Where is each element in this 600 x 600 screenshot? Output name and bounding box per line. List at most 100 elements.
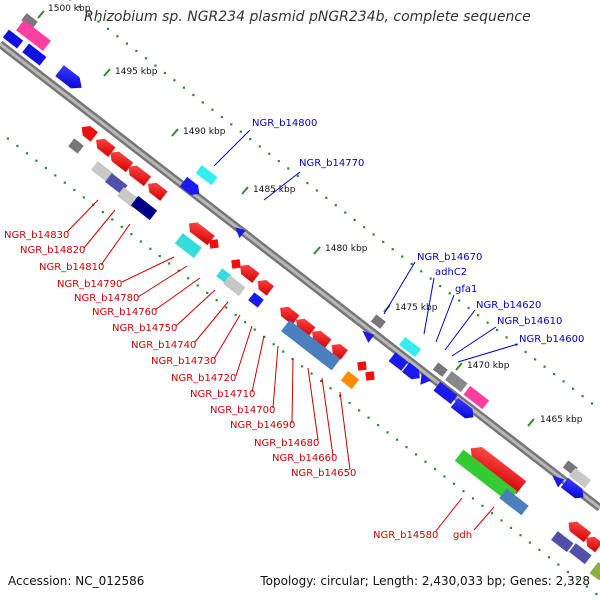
tick-dot: [135, 49, 138, 52]
gene-label: NGR_b14730: [151, 356, 216, 367]
gene-label: NGR_b14810: [39, 262, 104, 273]
feature-blue-small: [235, 227, 246, 239]
kbp-label: 1465 kbp: [540, 415, 583, 425]
tick-dot: [225, 306, 228, 309]
tick-dot: [268, 152, 271, 155]
tick-dot: [458, 299, 461, 302]
tick-dot: [367, 416, 370, 419]
tick-dot: [443, 475, 446, 478]
tick-dot: [334, 204, 337, 207]
tick-dot: [68, 0, 72, 1]
kbp-label: 1485 kbp: [253, 185, 296, 195]
tick-dot: [144, 57, 147, 60]
tick-dot: [282, 350, 285, 353]
tick-dot: [234, 313, 237, 316]
tick-dot: [557, 563, 560, 566]
tick-dot: [562, 380, 565, 383]
tick-dot: [182, 86, 185, 89]
tick-dot: [196, 284, 199, 287]
tick-dot: [220, 115, 223, 119]
feature-green: [589, 562, 600, 581]
tick-dot: [509, 526, 513, 529]
gene-label: NGR_b14720: [171, 373, 236, 384]
feature-cyan: [399, 336, 421, 358]
feature-red-arrow: [312, 330, 332, 349]
tick-dot: [353, 218, 356, 221]
tick-dot: [173, 79, 176, 82]
tick-dot: [116, 35, 119, 38]
tick-dot: [120, 225, 123, 228]
tick-dot: [87, 13, 91, 16]
tick-dot: [543, 365, 546, 368]
feature-red-small: [231, 259, 241, 269]
tick-dot: [35, 159, 38, 162]
tick-dot: [44, 166, 47, 170]
gene-label: NGR_b14610: [497, 316, 562, 327]
tick-dot: [306, 182, 309, 185]
tick-dot: [344, 211, 347, 214]
tick-dot: [377, 424, 380, 427]
gene-label: NGR_b14680: [254, 438, 319, 449]
map-title: Rhizobium sp. NGR234 plasmid pNGR234b, c…: [84, 9, 531, 25]
tick-dot: [215, 299, 218, 302]
tick-dot: [16, 144, 19, 148]
tick-dot: [433, 468, 437, 471]
tick-dot: [149, 247, 152, 250]
tick-dot: [320, 379, 323, 383]
tick-dot: [410, 262, 413, 265]
feature-blue-arrow: [560, 477, 584, 499]
tick-dot: [496, 328, 499, 332]
feature-red-arrow: [586, 536, 600, 553]
tick-dot: [467, 306, 470, 310]
tick-dot: [595, 592, 598, 596]
kbp-label: 1480 kbp: [325, 244, 368, 254]
feature-blue: [248, 292, 264, 308]
gene-label: NGR_b14750: [112, 323, 177, 334]
gene-label: NGR_b14760: [92, 307, 157, 318]
tick-dot: [239, 130, 242, 133]
tick-dot: [391, 248, 394, 251]
feature-green: [454, 449, 518, 503]
feature-blue-small: [552, 475, 565, 488]
tick-dot: [310, 372, 313, 375]
gene-label: NGR_b14820: [20, 245, 85, 256]
tick-dot: [519, 534, 522, 537]
tick-dot: [253, 328, 256, 331]
feature-blue: [433, 381, 458, 405]
tick-dot: [78, 5, 81, 8]
feature-red-arrow: [96, 138, 116, 157]
tick-dot: [258, 145, 261, 148]
tick-dot: [477, 314, 480, 317]
tick-dot: [315, 189, 318, 192]
tick-dot: [325, 196, 328, 199]
tick-dot: [414, 453, 418, 456]
feature-grey: [445, 371, 468, 393]
feature-red-small: [357, 361, 367, 371]
gene-label: NGR_b14580: [373, 530, 438, 541]
gene-label: NGR_b14660: [272, 453, 337, 464]
tick-dot: [272, 343, 275, 346]
tick-dot: [25, 152, 28, 155]
feature-blue: [388, 352, 408, 371]
tick-dot: [401, 255, 404, 258]
tick-dot: [101, 211, 104, 214]
kbp-label: 1475 kbp: [395, 303, 438, 313]
feature-pink: [16, 19, 51, 51]
feature-grey: [370, 314, 386, 329]
tick-dot: [206, 291, 209, 294]
tick-dot: [106, 27, 110, 30]
tick-dot: [230, 123, 233, 126]
feature-red-arrow: [110, 151, 134, 173]
feature-blue: [2, 29, 24, 49]
feature-grey: [91, 161, 114, 183]
sequence-backbone-highlight: [0, 42, 600, 510]
label-leaders-blue: [213, 129, 519, 363]
feature-red-small: [365, 371, 375, 381]
tick-dot: [538, 548, 541, 551]
feature-slate: [569, 543, 592, 565]
tick-dot: [576, 578, 579, 581]
major-tick: [103, 68, 111, 77]
tick-dot: [358, 409, 361, 412]
